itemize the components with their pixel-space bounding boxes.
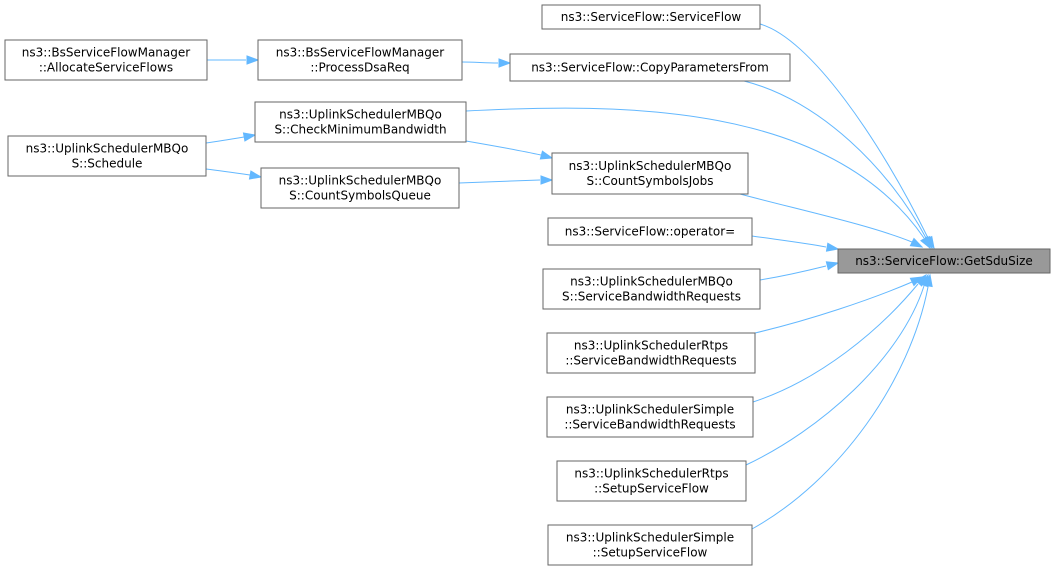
- edge-line: [465, 140, 542, 156]
- caller-node-sf-ctor[interactable]: ns3::ServiceFlow::ServiceFlow: [541, 4, 761, 30]
- node-label-line: ns3::UplinkSchedulerSimple: [566, 403, 734, 417]
- node-box: [254, 101, 467, 143]
- node-label-line: ns3::UplinkSchedulerMBQo: [569, 159, 732, 173]
- node-label-line: ::ServiceBandwidthRequests: [565, 354, 736, 368]
- node-box: [547, 524, 753, 566]
- edge-line: [739, 193, 913, 243]
- node-label-line: ::ProcessDsaReq: [310, 61, 409, 75]
- node-box: [257, 39, 463, 81]
- edge-line: [752, 283, 919, 403]
- caller-node-simple-sbr[interactable]: ns3::UplinkSchedulerSimple::ServiceBandw…: [546, 396, 754, 438]
- edge-line: [205, 168, 251, 176]
- edge-operator-eq-to-target: [751, 235, 840, 252]
- node-label-line: ns3::ServiceFlow::CopyParametersFrom: [531, 61, 769, 75]
- arrowhead-icon: [825, 242, 840, 252]
- edge-simple-sbr-to-target: [752, 273, 927, 403]
- node-label-line: ns3::UplinkSchedulerMBQo: [279, 174, 442, 188]
- edge-line: [759, 265, 827, 281]
- node-label-line: ns3::ServiceFlow::ServiceFlow: [561, 10, 742, 24]
- node-label-line: S::CountSymbolsQueue: [289, 189, 431, 203]
- node-box: [547, 217, 753, 246]
- edge-mbqos-sbr-to-target: [759, 261, 840, 281]
- arrowhead-icon: [923, 273, 933, 288]
- node-box: [546, 396, 754, 438]
- caller-node-allocate[interactable]: ns3::BsServiceFlowManager::AllocateServi…: [4, 39, 208, 81]
- node-label-line: ns3::UplinkSchedulerMBQo: [570, 275, 733, 289]
- edge-line: [465, 107, 925, 239]
- edge-check-min-bw-to-target: [465, 107, 931, 250]
- arrowhead-icon: [540, 175, 554, 185]
- arrowhead-icon: [920, 235, 931, 250]
- caller-node-process-dsa[interactable]: ns3::BsServiceFlowManager::ProcessDsaReq: [257, 39, 463, 81]
- node-label-line: S::ServiceBandwidthRequests: [562, 290, 741, 304]
- caller-node-count-queue[interactable]: ns3::UplinkSchedulerMBQoS::CountSymbolsQ…: [260, 167, 460, 209]
- node-label-line: ::ServiceBandwidthRequests: [564, 418, 735, 432]
- node-label-line: S::Schedule: [72, 157, 143, 171]
- edge-line: [754, 281, 913, 334]
- arrowhead-icon: [825, 261, 840, 271]
- caller-node-simple-setup[interactable]: ns3::UplinkSchedulerSimple::SetupService…: [547, 524, 753, 566]
- node-label-line: ns3::UplinkSchedulerSimple: [566, 531, 734, 545]
- edge-line: [745, 285, 925, 466]
- node-box: [837, 248, 1051, 274]
- node-label-line: ns3::UplinkSchedulerMBQo: [279, 108, 442, 122]
- edge-allocate-to-process-dsa: [207, 55, 260, 65]
- edge-schedule-to-check-min-bw: [205, 132, 257, 144]
- target-function-node: ns3::ServiceFlow::GetSduSize: [837, 248, 1051, 274]
- node-label-line: S::CheckMinimumBandwidth: [274, 123, 446, 137]
- edge-line: [461, 61, 499, 64]
- node-box: [542, 268, 761, 310]
- node-box: [260, 167, 460, 209]
- edge-line: [751, 235, 827, 248]
- node-label-line: ns3::UplinkSchedulerRtps: [574, 467, 728, 481]
- graph-nodes: ns3::ServiceFlow::GetSduSize ns3::Service…: [4, 4, 1051, 566]
- arrowhead-icon: [248, 170, 263, 180]
- node-label-line: ns3::UplinkSchedulerMBQo: [26, 142, 189, 156]
- edge-line: [751, 286, 929, 530]
- arrowhead-icon: [539, 150, 554, 160]
- edge-process-dsa-to-copy-params: [461, 58, 512, 68]
- arrowhead-icon: [498, 58, 512, 68]
- edge-count-queue-to-count-jobs: [458, 175, 554, 185]
- graph-edges: [205, 23, 935, 530]
- node-box: [556, 460, 747, 502]
- node-label-line: ::AllocateServiceFlows: [39, 61, 173, 75]
- caller-node-count-jobs[interactable]: ns3::UplinkSchedulerMBQoS::CountSymbolsJ…: [551, 152, 749, 195]
- caller-node-rtps-sbr[interactable]: ns3::UplinkSchedulerRtps::ServiceBandwid…: [546, 332, 756, 374]
- edge-simple-setup-to-target: [751, 273, 933, 530]
- edge-schedule-to-count-queue: [205, 168, 263, 180]
- node-label-line: ns3::BsServiceFlowManager: [276, 46, 444, 60]
- node-label-line: S::CountSymbolsJobs: [586, 174, 713, 188]
- node-box: [4, 39, 208, 81]
- node-box: [509, 53, 791, 82]
- node-label-line: ns3::ServiceFlow::operator=: [565, 225, 735, 239]
- edge-count-jobs-to-target: [739, 193, 924, 248]
- node-label-line: ns3::ServiceFlow::GetSduSize: [855, 254, 1033, 268]
- caller-node-operator-eq[interactable]: ns3::ServiceFlow::operator=: [547, 217, 753, 246]
- arrowhead-icon: [246, 55, 260, 65]
- arrowhead-icon: [242, 132, 257, 142]
- node-box: [7, 135, 207, 177]
- caller-node-rtps-setup[interactable]: ns3::UplinkSchedulerRtps::SetupServiceFl…: [556, 460, 747, 502]
- caller-node-mbqos-sbr[interactable]: ns3::UplinkSchedulerMBQoS::ServiceBandwi…: [542, 268, 761, 310]
- node-box: [551, 152, 749, 195]
- edge-copy-params-to-target: [743, 80, 933, 250]
- node-label-line: ::SetupServiceFlow: [594, 482, 709, 496]
- node-label-line: ::SetupServiceFlow: [593, 546, 708, 560]
- edge-line: [759, 23, 929, 239]
- node-box: [546, 332, 756, 374]
- edge-line: [205, 136, 245, 144]
- arrowhead-icon: [909, 237, 924, 248]
- node-label-line: ns3::UplinkSchedulerRtps: [574, 339, 728, 353]
- edge-line: [743, 80, 927, 239]
- node-label-line: ns3::BsServiceFlowManager: [22, 46, 190, 60]
- edge-check-min-bw-to-count-jobs: [465, 140, 554, 160]
- node-box: [541, 4, 761, 30]
- edge-rtps-sbr-to-target: [754, 276, 924, 334]
- edge-line: [458, 179, 541, 184]
- caller-node-copy-params[interactable]: ns3::ServiceFlow::CopyParametersFrom: [509, 53, 791, 82]
- caller-node-check-min-bw[interactable]: ns3::UplinkSchedulerMBQoS::CheckMinimumB…: [254, 101, 467, 143]
